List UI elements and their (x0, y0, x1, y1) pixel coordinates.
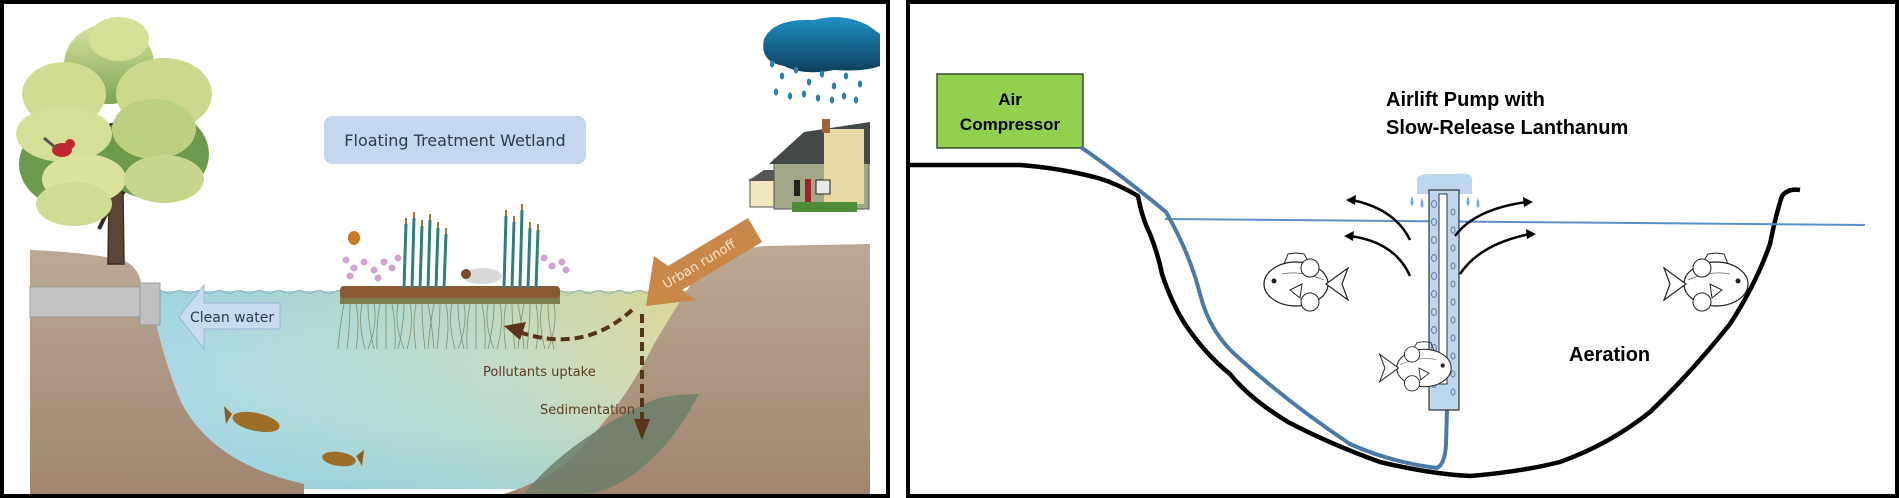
flow-arrow-icon (1349, 234, 1412, 277)
pond-outline (910, 162, 1801, 479)
sunfish-icon (1662, 252, 1749, 312)
rain-drop-icon (841, 92, 847, 100)
sedimentation-label: Sedimentation (540, 403, 635, 418)
pollutants-uptake-arrow (504, 308, 634, 342)
ftw-title: Floating Treatment Wetland (344, 131, 565, 150)
rain-drop-icon (779, 72, 785, 80)
sunfish-icon (1378, 341, 1452, 392)
house-icon (748, 119, 870, 212)
right-bank-soil (504, 244, 870, 494)
outlet-pipe-icon (29, 282, 161, 326)
airlift-title-line2: Slow-Release Lanthanum (1386, 117, 1628, 139)
butterfly-icon (348, 231, 360, 245)
ftw-title-box: Floating Treatment Wetland (324, 116, 586, 164)
compressor-label-line2: Compressor (960, 115, 1061, 134)
rain-drop-icon (829, 96, 835, 104)
rain-drop-icon (815, 94, 821, 102)
rain-cloud-icon (763, 17, 880, 73)
water-drop-icon (1410, 196, 1480, 208)
rain-drop-icon (843, 72, 849, 80)
floating-treatment-wetland-panel: Clean water (0, 0, 890, 498)
rain-drop-icon (831, 82, 837, 90)
flow-arrow-icon (1351, 198, 1412, 241)
rain-drop-icon (769, 60, 775, 68)
flow-arrow-icon (1458, 232, 1531, 275)
water-surface-line (1164, 218, 1866, 226)
rain-drop-icon (857, 80, 863, 88)
rain-drops (769, 60, 863, 104)
tree-icon (16, 17, 212, 265)
flow-arrow-icon (1453, 200, 1528, 237)
rain-drop-icon (793, 66, 799, 74)
floating-wetland-icon (337, 204, 570, 350)
flow-arrows (1349, 198, 1531, 277)
compressor-label-line1: Air (998, 90, 1022, 109)
airlift-illustration: Air Compressor Airlift Pump with Slow-Re… (910, 73, 1866, 479)
clean-water-arrow: Clean water (178, 283, 281, 351)
rain-drop-icon (801, 90, 807, 98)
sediment-layer (524, 394, 699, 494)
cardinal-bird-icon (43, 136, 75, 157)
rain-drop-icon (853, 96, 859, 104)
duck-icon (461, 268, 502, 284)
sunfish-icon (1263, 252, 1350, 312)
air-compressor-box: Air Compressor (936, 73, 1084, 149)
carp-fish-icon (322, 450, 364, 467)
rain-drop-icon (819, 70, 825, 78)
air-supply-line (1080, 146, 1449, 471)
rain-drop-icon (773, 88, 779, 96)
airlift-pump-panel: Air Compressor Airlift Pump with Slow-Re… (906, 0, 1899, 498)
pollutants-uptake-label: Pollutants uptake (483, 365, 596, 380)
ftw-illustration: Clean water (16, 17, 880, 494)
sedimentation-arrow (634, 314, 650, 440)
rain-drop-icon (806, 78, 812, 86)
rain-drop-icon (787, 92, 793, 100)
airlift-title-line1: Airlift Pump with (1386, 89, 1545, 111)
aeration-label: Aeration (1569, 344, 1650, 366)
clean-water-label: Clean water (190, 310, 274, 326)
carp-fish-icon (224, 406, 280, 433)
